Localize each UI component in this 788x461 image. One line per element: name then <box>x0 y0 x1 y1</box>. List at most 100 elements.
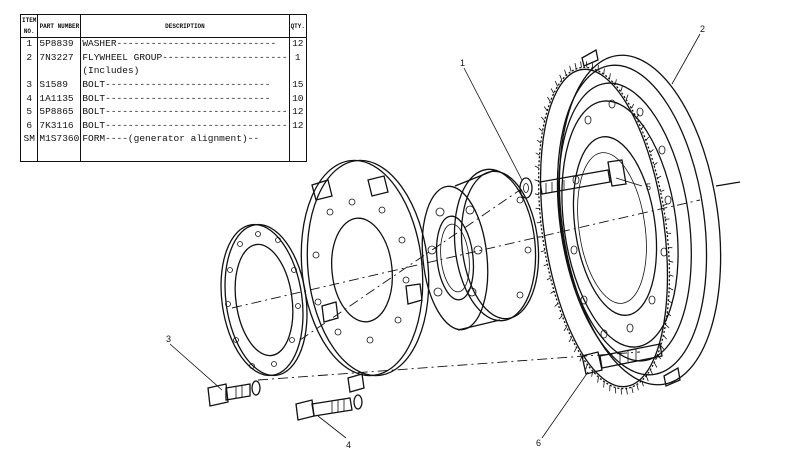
gear-tooth <box>642 381 644 387</box>
gear-tooth <box>667 313 671 316</box>
bolt-item-5 <box>540 160 626 194</box>
cell-item-no: 2 <box>20 51 39 66</box>
ring-gear-teeth <box>535 62 674 395</box>
gear-tooth <box>581 62 582 68</box>
gear-tooth <box>565 70 567 76</box>
gear-tooth <box>637 114 640 118</box>
gear-tooth <box>646 376 648 381</box>
cell-part-number: S1589 <box>37 78 82 93</box>
cell-item-no: 6 <box>20 119 39 134</box>
cell-part-number: 5P8865 <box>37 106 82 120</box>
parts-table-header: ITEM NO. PART NUMBER DESCRIPTION QTY. <box>19 14 307 38</box>
flywheel-group <box>520 45 740 397</box>
gear-tooth <box>669 275 673 277</box>
cell-description: BOLT----------------------------- <box>80 92 290 107</box>
gear-tooth <box>632 387 633 393</box>
gear-tooth <box>604 69 605 75</box>
cell-description: WASHER---------------------------- <box>80 37 290 52</box>
gear-tooth <box>559 316 562 319</box>
gear-tooth <box>586 62 587 68</box>
gear-tooth <box>663 335 666 339</box>
cell-qty: 1 <box>294 51 301 63</box>
gear-tooth <box>551 89 554 94</box>
cell-part-number: 7N3227 <box>37 51 82 66</box>
gear-tooth <box>650 149 653 152</box>
callout-2: 2 <box>700 24 705 34</box>
gear-tooth <box>658 176 662 178</box>
gear-tooth <box>626 95 628 100</box>
gear-tooth <box>654 163 657 166</box>
gear-tooth <box>541 251 545 252</box>
gear-tooth <box>586 364 588 369</box>
disc-bolt-holes <box>313 199 409 343</box>
callout-1: 1 <box>460 58 465 68</box>
cell-item-no: 5 <box>20 106 39 120</box>
gear-tooth <box>574 348 576 353</box>
table-filler-row <box>20 147 307 162</box>
cell-item-no: 4 <box>20 92 39 107</box>
gear-tooth <box>592 371 593 377</box>
gear-tooth <box>654 363 657 368</box>
gear-tooth <box>535 166 539 168</box>
gear-tooth <box>547 97 550 102</box>
gear-tooth <box>627 388 628 394</box>
gear-tooth <box>560 75 562 80</box>
gear-tooth <box>598 377 599 383</box>
table-row: (Includes) <box>20 65 307 79</box>
cell-qty: 12 <box>292 119 304 131</box>
gear-tooth <box>575 63 576 69</box>
gear-tooth <box>551 291 554 294</box>
callout-5: 5 <box>646 182 651 192</box>
cell-description: (Includes) <box>80 65 290 79</box>
coupling-disc <box>291 154 439 392</box>
cell-description: FORM----(generator alignment)-- <box>80 133 290 147</box>
callout-6: 6 <box>536 438 541 448</box>
empty-cell <box>80 147 290 162</box>
assembly-centerlines <box>232 190 700 380</box>
cell-description: BOLT----------------------------- <box>80 78 290 93</box>
cell-item-no <box>20 65 39 79</box>
gear-tooth <box>604 382 605 388</box>
hub-adapter <box>416 165 546 333</box>
cell-part-number: 7K3116 <box>37 119 82 134</box>
gear-tooth <box>564 327 567 331</box>
empty-cell <box>37 147 82 162</box>
cell-part-number: 5P8839 <box>37 37 82 52</box>
cell-part-number: 1A1135 <box>37 92 82 107</box>
adapter-ring <box>212 219 316 381</box>
gear-tooth <box>632 104 634 109</box>
gear-tooth <box>569 338 572 342</box>
header-item-no: ITEM NO. <box>19 14 39 38</box>
gear-tooth <box>663 204 667 205</box>
gear-tooth <box>544 107 547 111</box>
gear-tooth <box>547 278 551 280</box>
cell-qty: 12 <box>292 106 304 118</box>
cell-qty <box>289 65 306 79</box>
gear-tooth <box>539 237 543 238</box>
callout-3: 3 <box>166 334 171 344</box>
gear-tooth <box>541 117 544 121</box>
hub-bolt-holes <box>428 197 531 298</box>
gear-tooth <box>669 288 673 290</box>
gear-tooth <box>580 356 582 361</box>
bolt-item-4 <box>296 395 362 420</box>
empty-cell <box>289 147 306 162</box>
gear-tooth <box>666 325 670 328</box>
gear-tooth <box>668 301 672 304</box>
header-part-number: PART NUMBER <box>37 14 82 38</box>
gear-tooth <box>661 345 664 349</box>
ring-bolt-holes <box>226 232 301 369</box>
cell-item-no: 1 <box>20 37 39 52</box>
cell-description: BOLT-------------------------------- <box>80 106 290 120</box>
gear-tooth <box>555 304 558 307</box>
gear-tooth <box>658 355 661 360</box>
gear-tooth <box>650 370 652 375</box>
